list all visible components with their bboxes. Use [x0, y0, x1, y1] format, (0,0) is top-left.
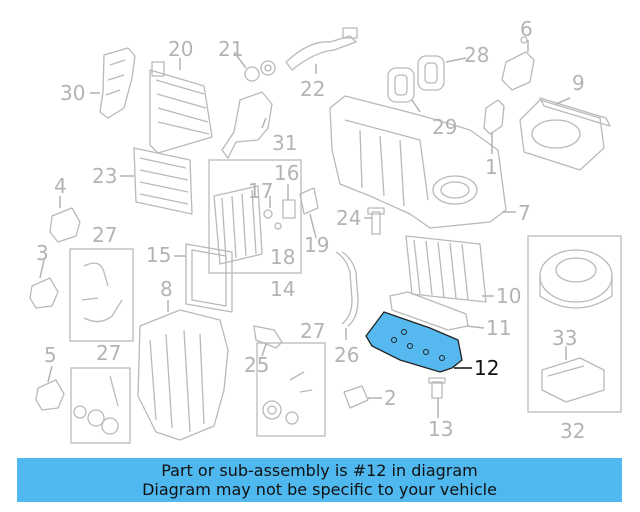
- part-15-filter-frame: [185, 243, 233, 313]
- callout-1: 1: [485, 155, 498, 179]
- callout-18: 18: [270, 245, 295, 269]
- group-box-27-left: [69, 248, 134, 342]
- part-24-bolt: [367, 207, 385, 235]
- part-22-pipe: [285, 27, 358, 71]
- callout-27-right: 27: [300, 319, 325, 343]
- callout-21: 21: [218, 37, 243, 61]
- part-33-resistor: [541, 357, 605, 403]
- callout-6: 6: [520, 17, 533, 41]
- part-7-main-hvac-housing: [329, 95, 507, 229]
- part-28-seal: [387, 55, 445, 103]
- callout-29: 29: [432, 115, 457, 139]
- callout-24: 24: [336, 206, 361, 230]
- part-6-actuator: [501, 36, 535, 91]
- callout-12: 12: [474, 356, 499, 380]
- callout-14: 14: [270, 277, 295, 301]
- callout-3: 3: [36, 241, 49, 265]
- part-27-linkages: [73, 262, 313, 435]
- part-10-cabin-filter: [405, 235, 487, 303]
- callout-16: 16: [274, 161, 299, 185]
- part-30-bracket: [99, 47, 136, 119]
- part-21-grommet: [244, 60, 276, 82]
- part-12-highlighted-cover: [365, 311, 463, 373]
- part-31-bracket: [221, 91, 273, 159]
- callout-28: 28: [464, 43, 489, 67]
- part-26-drain-hose: [335, 251, 359, 327]
- part-1-sensor: [483, 99, 505, 135]
- group-box-14: [208, 159, 302, 274]
- part-20-heater-core: [149, 61, 213, 154]
- parts-diagram: 30 20 21 22 28 6 9 29 1 31 23 4 16 17 24…: [29, 17, 622, 444]
- part-13-fastener: [428, 377, 446, 399]
- callout-26: 26: [334, 343, 359, 367]
- callout-8: 8: [160, 277, 173, 301]
- callout-9: 9: [572, 71, 585, 95]
- part-25-connector: [253, 325, 283, 349]
- callout-27-bottom: 27: [96, 341, 121, 365]
- group-box-27-right: [256, 342, 326, 437]
- callout-4: 4: [54, 174, 67, 198]
- part-16-17-18-fittings: [263, 199, 296, 230]
- callout-7: 7: [518, 201, 531, 225]
- part-2-connector: [343, 385, 369, 409]
- callout-19: 19: [304, 233, 329, 257]
- banner-line-disclaimer: Diagram may not be specific to your vehi…: [142, 480, 497, 499]
- part-8-lower-housing: [137, 309, 229, 441]
- callout-20: 20: [168, 37, 193, 61]
- callout-32: 32: [560, 419, 585, 443]
- callout-17: 17: [248, 179, 273, 203]
- group-box-32: [527, 235, 622, 413]
- callout-30: 30: [60, 81, 85, 105]
- part-19-grommet: [299, 187, 319, 215]
- part-9-housing: [519, 97, 611, 171]
- part-32-blower-motor: [539, 249, 613, 309]
- callout-27-left: 27: [92, 223, 117, 247]
- callout-5: 5: [44, 343, 57, 367]
- part-4-actuator: [49, 207, 81, 243]
- part-3-actuator: [29, 277, 59, 309]
- part-14-evaporator-core: [213, 185, 263, 265]
- callout-10: 10: [496, 284, 521, 308]
- callout-31: 31: [272, 131, 297, 155]
- callout-2: 2: [384, 386, 397, 410]
- banner-line-part: Part or sub-assembly is #12 in diagram: [161, 461, 478, 480]
- part-5-actuator: [35, 379, 65, 411]
- info-banner: Part or sub-assembly is #12 in diagram D…: [17, 458, 622, 502]
- callout-22: 22: [300, 77, 325, 101]
- callout-25: 25: [244, 353, 269, 377]
- part-23-evaporator: [133, 147, 193, 215]
- group-box-27-bottom: [70, 367, 131, 444]
- callout-23: 23: [92, 164, 117, 188]
- callout-13: 13: [428, 417, 453, 441]
- callout-11: 11: [486, 316, 511, 340]
- callout-33: 33: [552, 326, 577, 350]
- callout-15: 15: [146, 243, 171, 267]
